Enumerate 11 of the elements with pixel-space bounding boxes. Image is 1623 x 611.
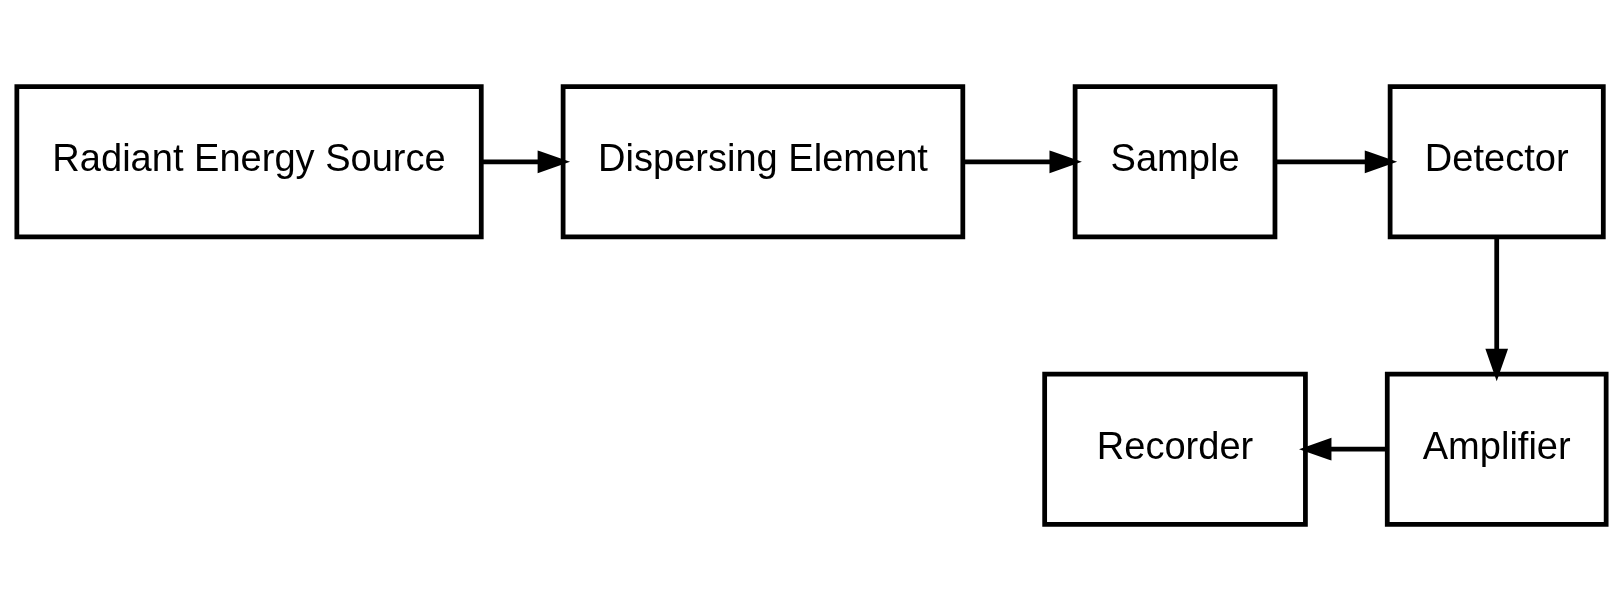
node-box: Amplifier xyxy=(1384,371,1609,527)
arrow xyxy=(1485,237,1509,382)
arrow xyxy=(1299,437,1387,461)
node-box: Dispersing Element xyxy=(560,84,966,240)
arrow xyxy=(1275,150,1398,174)
node-box: Detector xyxy=(1387,84,1606,240)
node-box: Radiant Energy Source xyxy=(14,84,484,240)
node-box: Recorder xyxy=(1042,371,1308,527)
node-box: Sample xyxy=(1072,84,1278,240)
arrow xyxy=(963,150,1082,174)
arrow xyxy=(481,150,571,174)
